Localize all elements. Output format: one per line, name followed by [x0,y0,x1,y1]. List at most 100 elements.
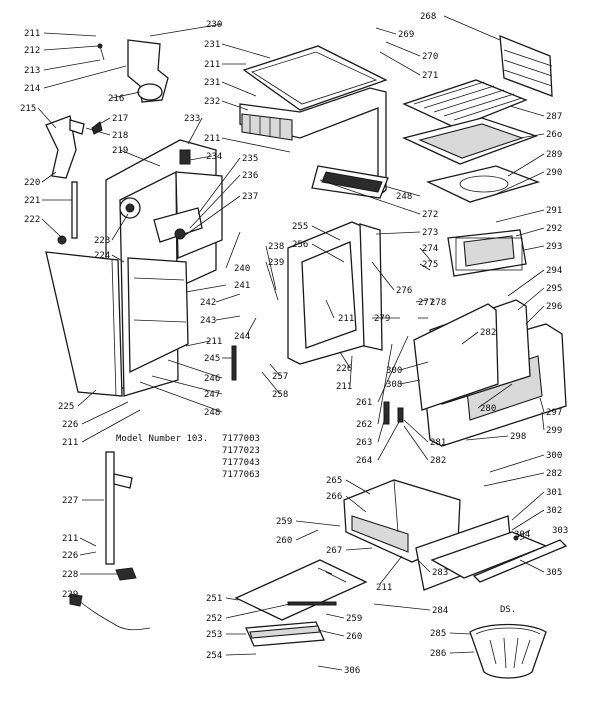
callout-251: 251 [206,594,222,604]
part-inner-door-window [301,241,357,349]
callout-234: 234 [206,152,222,162]
part-drawer-front-line [393,479,399,533]
part-broil-insert [426,165,541,203]
callout-260: 260 [346,632,362,642]
callout-248: 248 [204,408,220,418]
callout-283: 283 [432,568,448,578]
callout-212: 212 [24,46,40,56]
part-rack-bars-268 [503,49,553,87]
callout-260: 260 [276,536,292,546]
callout-308: 308 [386,380,402,390]
part-bottom-panel-251 [234,559,368,621]
part-washer-212 [97,43,103,49]
callout-218: 218 [112,131,128,141]
callout-231: 231 [204,78,220,88]
callout-242: 242 [200,298,216,308]
part-valve-knob [174,228,186,240]
callout-211: 211 [204,134,220,144]
model-number: 7177023 [222,446,260,456]
part-vent-slot [321,171,383,193]
callout-224: 224 [94,251,110,261]
callout-268: 268 [420,12,436,22]
callout-272: 272 [422,210,438,220]
callout-layer: 211 212 213 214 215 216 217 218 219 220 … [20,12,568,676]
callout-294: 294 [546,266,562,276]
callout-255: 255 [292,222,308,232]
callout-306: 306 [344,666,360,676]
callout-267: 267 [326,546,342,556]
callout-241: 241 [234,281,250,291]
callout-248: 248 [396,192,412,202]
callout-261: 261 [356,398,372,408]
callout-215: 215 [20,104,36,114]
callout-297: 297 [546,408,562,418]
callout-275: 275 [422,260,438,270]
part-burner-frame [455,237,523,271]
part-bottom-bar-252 [287,601,337,606]
part-cord-plug [69,593,83,607]
callout-211: 211 [338,314,354,324]
part-bowl-fins [489,637,531,669]
callout-244: 244 [234,332,250,342]
callout-299: 299 [546,426,562,436]
part-side-panel-edge [111,259,117,397]
callout-245: 245 [204,354,220,364]
callout-211: 211 [24,29,40,39]
part-knob-223-center [125,203,135,213]
callout-259: 259 [346,614,362,624]
callout-238: 238 [268,242,284,252]
part-drawer-handle-305 [472,539,568,583]
part-cooktop-231 [242,45,388,111]
part-oven-liner [127,257,189,374]
part-power-cord [77,599,151,631]
callout-303: 303 [552,526,568,536]
part-hinge-263 [383,401,390,425]
callout-246: 246 [204,374,220,384]
callout-266: 266 [326,492,342,502]
callout-211: 211 [204,60,220,70]
callout-229: 229 [62,590,78,600]
callout-278: 278 [430,298,446,308]
callout-270: 270 [422,52,438,62]
callout-231: 231 [204,40,220,50]
callout-235: 235 [242,154,258,164]
callout-247: 247 [204,390,220,400]
parts-layer [45,35,568,679]
callout-237: 237 [242,192,258,202]
callout-258: 258 [272,390,288,400]
model-number: 7177043 [222,458,260,468]
callout-284: 284 [432,606,448,616]
callout-230: 230 [206,20,222,30]
callout-282: 282 [430,456,446,466]
part-grille-slats [249,116,281,137]
callout-302: 302 [546,506,562,516]
part-clip-218 [69,119,85,135]
callout-290: 290 [546,168,562,178]
callout-239: 239 [268,258,284,268]
callout-256: 256 [292,240,308,250]
part-plug-222 [57,235,67,245]
callout-211: 211 [336,382,352,392]
part-leveler-228 [115,567,137,581]
part-liner-seam-2 [133,319,187,323]
part-door-frame-273 [359,223,383,351]
callout-289: 289 [546,150,562,160]
callout-276: 276 [396,286,412,296]
callout-227: 227 [62,496,78,506]
part-oven-rack-287 [402,79,528,129]
callout-211: 211 [206,337,222,347]
callout-221: 221 [24,196,40,206]
part-pilot-tube-245 [231,345,237,381]
callout-257: 257 [272,372,288,382]
part-clip-217 [91,121,103,135]
callout-26o: 26o [546,130,562,140]
leader-lines [37,15,545,671]
callout-243: 243 [200,316,216,326]
callout-282: 282 [480,328,496,338]
part-door-liner-300 [413,303,499,411]
callout-222: 222 [24,215,40,225]
callout-286: 286 [430,649,446,659]
callout-217: 217 [112,114,128,124]
callout-271: 271 [422,71,438,81]
